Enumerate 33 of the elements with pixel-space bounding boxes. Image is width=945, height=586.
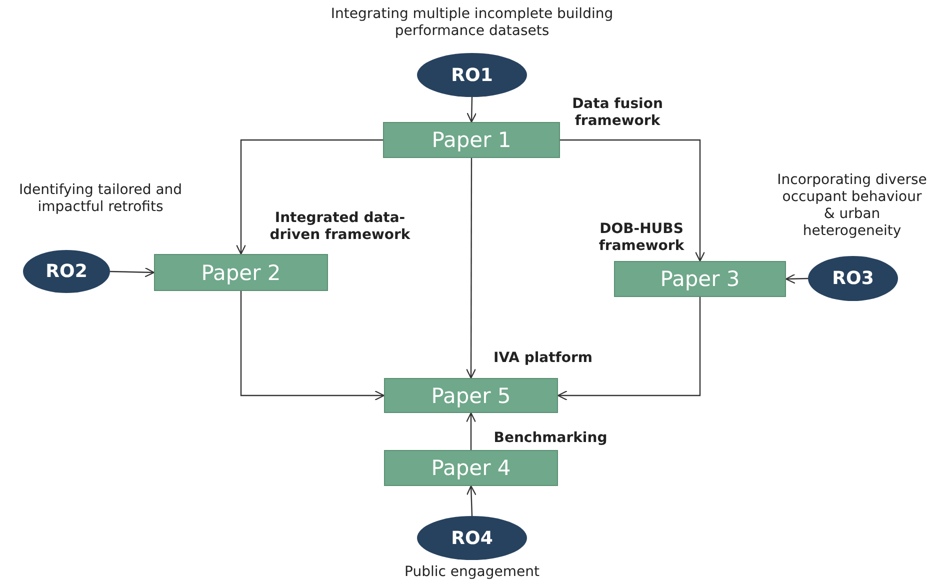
output-label: Data fusion framework	[571, 96, 664, 130]
arrow	[557, 297, 701, 401]
output-label: Benchmarking	[492, 430, 608, 447]
arrow	[560, 139, 706, 262]
output-label: DOB-HUBS framework	[598, 221, 686, 255]
description-text: Integrating multiple incomplete building performance datasets	[330, 6, 614, 40]
objective-label: RO4	[451, 528, 493, 548]
paper-label: Paper 3	[660, 267, 740, 291]
description-text: Identifying tailored and impactful retrofits	[18, 182, 183, 216]
paper-box	[383, 122, 560, 158]
output-label: Integrated data-driven framework	[268, 210, 412, 244]
objective-label: RO2	[46, 261, 88, 282]
paper-box	[154, 254, 328, 291]
arrow	[466, 485, 476, 516]
description-text: Incorporating diverse occupant behaviour & urban heterogeneity	[776, 172, 928, 240]
paper-box	[384, 450, 558, 486]
output-label: IVA platform	[492, 350, 594, 367]
arrow	[785, 274, 808, 284]
arrow	[240, 291, 385, 401]
arrow	[236, 139, 383, 255]
arrow	[110, 267, 155, 278]
arrow	[466, 96, 477, 123]
paper-label: Paper 1	[432, 128, 512, 152]
paper-label: Paper 2	[201, 260, 281, 284]
arrow	[466, 412, 476, 450]
objective-label: RO3	[832, 268, 874, 289]
paper-label: Paper 4	[431, 456, 511, 480]
description-text: Public engagement	[404, 564, 540, 581]
objective-label: RO1	[451, 64, 493, 86]
arrow	[466, 158, 476, 379]
paper-label: Paper 5	[431, 384, 511, 408]
paper-box	[384, 378, 558, 413]
paper-box	[614, 261, 786, 297]
